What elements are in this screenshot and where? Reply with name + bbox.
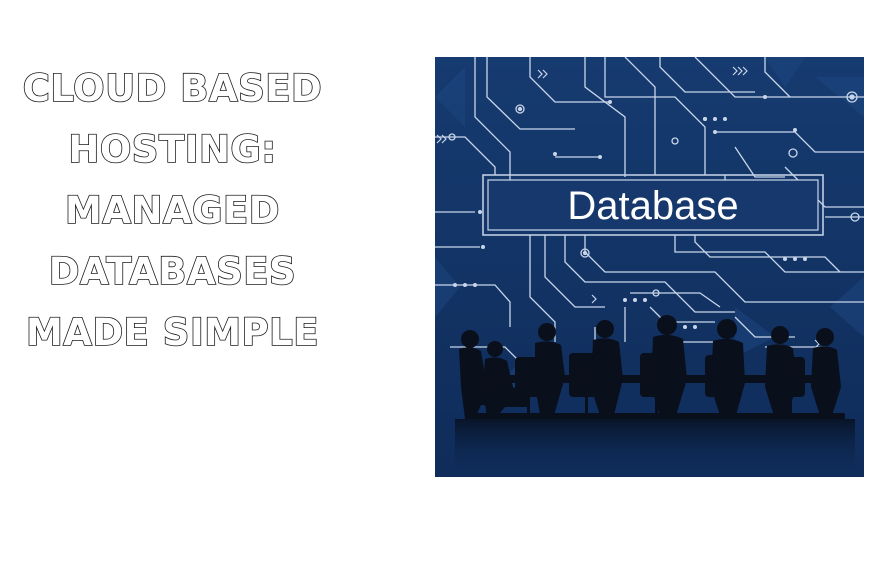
headline: CLOUD BASED HOSTING: MANAGED DATABASES M… — [0, 58, 345, 363]
circuit-board-graphic: Database — [435, 57, 864, 477]
database-label: Database — [567, 184, 738, 228]
database-illustration: Database — [435, 57, 864, 477]
headline-line-2: HOSTING: — [68, 127, 277, 172]
headline-line-5: MADE SIMPLE — [25, 310, 320, 355]
circuit-nodes — [448, 91, 860, 297]
headline-line-4: DATABASES — [48, 249, 297, 294]
headline-line-1: CLOUD BASED — [22, 66, 323, 111]
circuit-traces — [435, 57, 864, 363]
meeting-silhouettes — [459, 315, 845, 419]
chevron-markers — [436, 66, 820, 349]
circuit-dots — [453, 95, 807, 329]
table-reflection — [455, 419, 855, 477]
database-label-box: Database — [482, 174, 824, 236]
headline-line-3: MANAGED — [64, 188, 280, 233]
